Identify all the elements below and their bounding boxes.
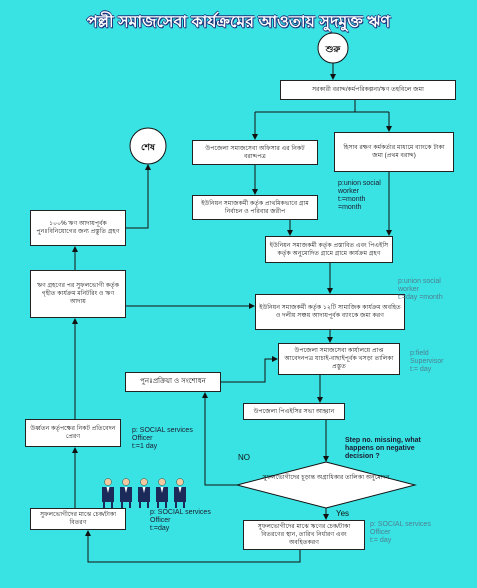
annotation-officer-schedule: p: SOCIAL services Officer t:= day [370, 521, 431, 545]
annotation-officer-report: p: SOCIAL services Officer t:=1 day [132, 427, 193, 451]
program-start-label: ইউনিয়ন সমাজকর্মী কর্তৃক প্রস্তাবিত এবং … [269, 241, 389, 257]
village-survey-box: ইউনিয়ন সমাজকর্মী কর্তৃক প্রাথমিকভাবে গ্… [192, 195, 318, 220]
decision-yes-label: Yes [336, 509, 350, 518]
annotation-line: Officer [132, 435, 153, 443]
allocation-letter-box: উপজেলা সমাজসেবা অফিসার এর নিকট বরাদ্দপত্… [192, 140, 318, 165]
annotation-line: t:= day [410, 366, 432, 374]
page-title: পল্লী সমাজসেবা কার্যক্রমের আওতায় সুদমুক… [86, 14, 391, 31]
bank-deposit-box: হিসাব রক্ষণ কর্মকর্তার মাধ্যমে ব্যাংকে ট… [334, 132, 454, 172]
reprocess-label: পুনঃপ্রক্রিয়া ও সংশোধন [140, 377, 206, 385]
report-label: উর্ধ্বতন কর্তৃপক্ষের নিকট প্রতিবেদন প্রে… [30, 425, 116, 440]
annotation-line: p:field [410, 350, 429, 357]
annotation-line: decision ? [345, 453, 380, 461]
monitoring-box: ঋণ গ্রহণের পর সুফলভোগী কর্তৃক গৃহীত কার্… [30, 270, 126, 318]
fund-deposit-box: সরকারী বরাদ্দ/কর্মপরিকল্পনা/ঋণ তহবিলে জম… [280, 80, 456, 100]
annotation-line: Officer [150, 517, 171, 525]
annotation-line: p: SOCIAL services [370, 521, 431, 528]
draft-list-label: উপজেলা সমাজসেবা কার্যালয়ে প্রাপ্ত আবেদন… [284, 347, 394, 370]
monitoring-label: ঋণ গ্রহণের পর সুফলভোগী কর্তৃক গৃহীত কার্… [36, 282, 120, 305]
annotation-question: Step no. missing, what happens on negati… [345, 437, 421, 461]
annotation-line: p: SOCIAL services [132, 427, 193, 434]
annotation-line: happens on negative [345, 445, 415, 453]
savings-deposit-label: ইউনিয়ন সমাজকর্মী কর্তৃক ১২টি সামাজিক কা… [259, 304, 401, 319]
start-label: শুরু [325, 44, 341, 54]
annotation-line: Step no. missing, what [345, 437, 421, 444]
annotation-line: t:=month [338, 196, 366, 204]
annotation-line: worker [338, 188, 360, 196]
report-box: উর্ধ্বতন কর্তৃপক্ষের নিকট প্রতিবেদন প্রে… [25, 419, 121, 447]
annotation-line: p:union social [338, 180, 381, 187]
reinvestment-label: ১০০% ঋণ আদায়পূর্বক পুনঃবিনিয়োগের জন্য … [36, 220, 120, 235]
village-survey-label: ইউনিয়ন সমাজকর্মী কর্তৃক প্রাথমিকভাবে গ্… [201, 199, 309, 215]
start-circle [317, 32, 349, 64]
annotation-union-worker-month: p:union social worker t:=month =month [338, 180, 381, 212]
decision-diamond [235, 461, 417, 509]
program-start-box: ইউনিয়ন সমাজকর্মী কর্তৃক প্রস্তাবিত এবং … [265, 236, 393, 263]
beneficiaries-group [102, 478, 186, 508]
fund-deposit-label: সরকারী বরাদ্দ/কর্মপরিকল্পনা/ঋণ তহবিলে জম… [312, 86, 424, 94]
arrow-schedule-to-distribution [85, 530, 301, 563]
person-icon [120, 478, 132, 508]
annotation-field-supervisor: p:field Supervisor t:= day [410, 350, 443, 374]
final-list-approval-label: সুফলভোগীদের চূড়ান্ত অগ্রাধিকার তালিকা অ… [262, 474, 390, 481]
distribution-schedule-box: সুফলভোগীদের মাঝে ঋণের চেক/টাকা বিতরণের স… [243, 520, 365, 550]
annotation-union-worker-day: p:union social worker t:=day =month [398, 278, 443, 302]
end-label: শেষ [141, 142, 155, 152]
decision-no-label: NO [238, 453, 250, 462]
annotation-line: t:=1 day [132, 443, 158, 451]
annotation-line: t:= day [370, 537, 392, 545]
annotation-line: t:=day =month [398, 294, 443, 302]
cheque-distribution-label: সুফলভোগীদের মাঝে চেক/টাকা বিতরণ [39, 511, 117, 526]
cheque-distribution-box: সুফলভোগীদের মাঝে চেক/টাকা বিতরণ [30, 508, 126, 530]
draft-list-box: উপজেলা সমাজসেবা কার্যালয়ে প্রাপ্ত আবেদন… [278, 343, 400, 375]
annotation-line: p:union social [398, 278, 441, 285]
pac-meeting-label: উপজেলা পিএইসির সভা আহ্বান [253, 407, 335, 415]
arrow-reprocess-to-draft [221, 356, 278, 383]
bank-deposit-label: হিসাব রক্ষণ কর্মকর্তার মাধ্যমে ব্যাংকে ট… [343, 144, 445, 159]
person-icon [174, 478, 186, 508]
annotation-line: worker [398, 286, 420, 294]
annotation-line: Supervisor [410, 358, 444, 366]
savings-deposit-box: ইউনিয়ন সমাজকর্মী কর্তৃক ১২টি সামাজিক কা… [255, 294, 405, 330]
annotation-officer-distribution: p: SOCIAL services Officer t:=day [150, 509, 211, 533]
reinvestment-box: ১০০% ঋণ আদায়পূর্বক পুনঃবিনিয়োগের জন্য … [30, 210, 126, 246]
annotation-line: =month [338, 204, 362, 212]
arrow-reinvestment-to-end [126, 164, 151, 229]
connector-fund-split [255, 100, 389, 113]
annotation-line: Officer [370, 529, 391, 537]
distribution-schedule-label: সুফলভোগীদের মাঝে ঋণের চেক/টাকা বিতরণের স… [257, 523, 351, 546]
annotation-line: p: SOCIAL services [150, 509, 211, 516]
person-icon [138, 478, 150, 508]
end-circle [129, 127, 167, 165]
allocation-letter-label: উপজেলা সমাজসেবা অফিসার এর নিকট বরাদ্দপত্… [205, 144, 305, 160]
arrow-decision-no [202, 392, 237, 486]
person-icon [156, 478, 168, 508]
reprocess-box: পুনঃপ্রক্রিয়া ও সংশোধন [125, 372, 221, 392]
annotation-line: t:=day [150, 525, 170, 533]
person-icon [102, 478, 114, 508]
pac-meeting-box: উপজেলা পিএইসির সভা আহ্বান [243, 403, 345, 420]
